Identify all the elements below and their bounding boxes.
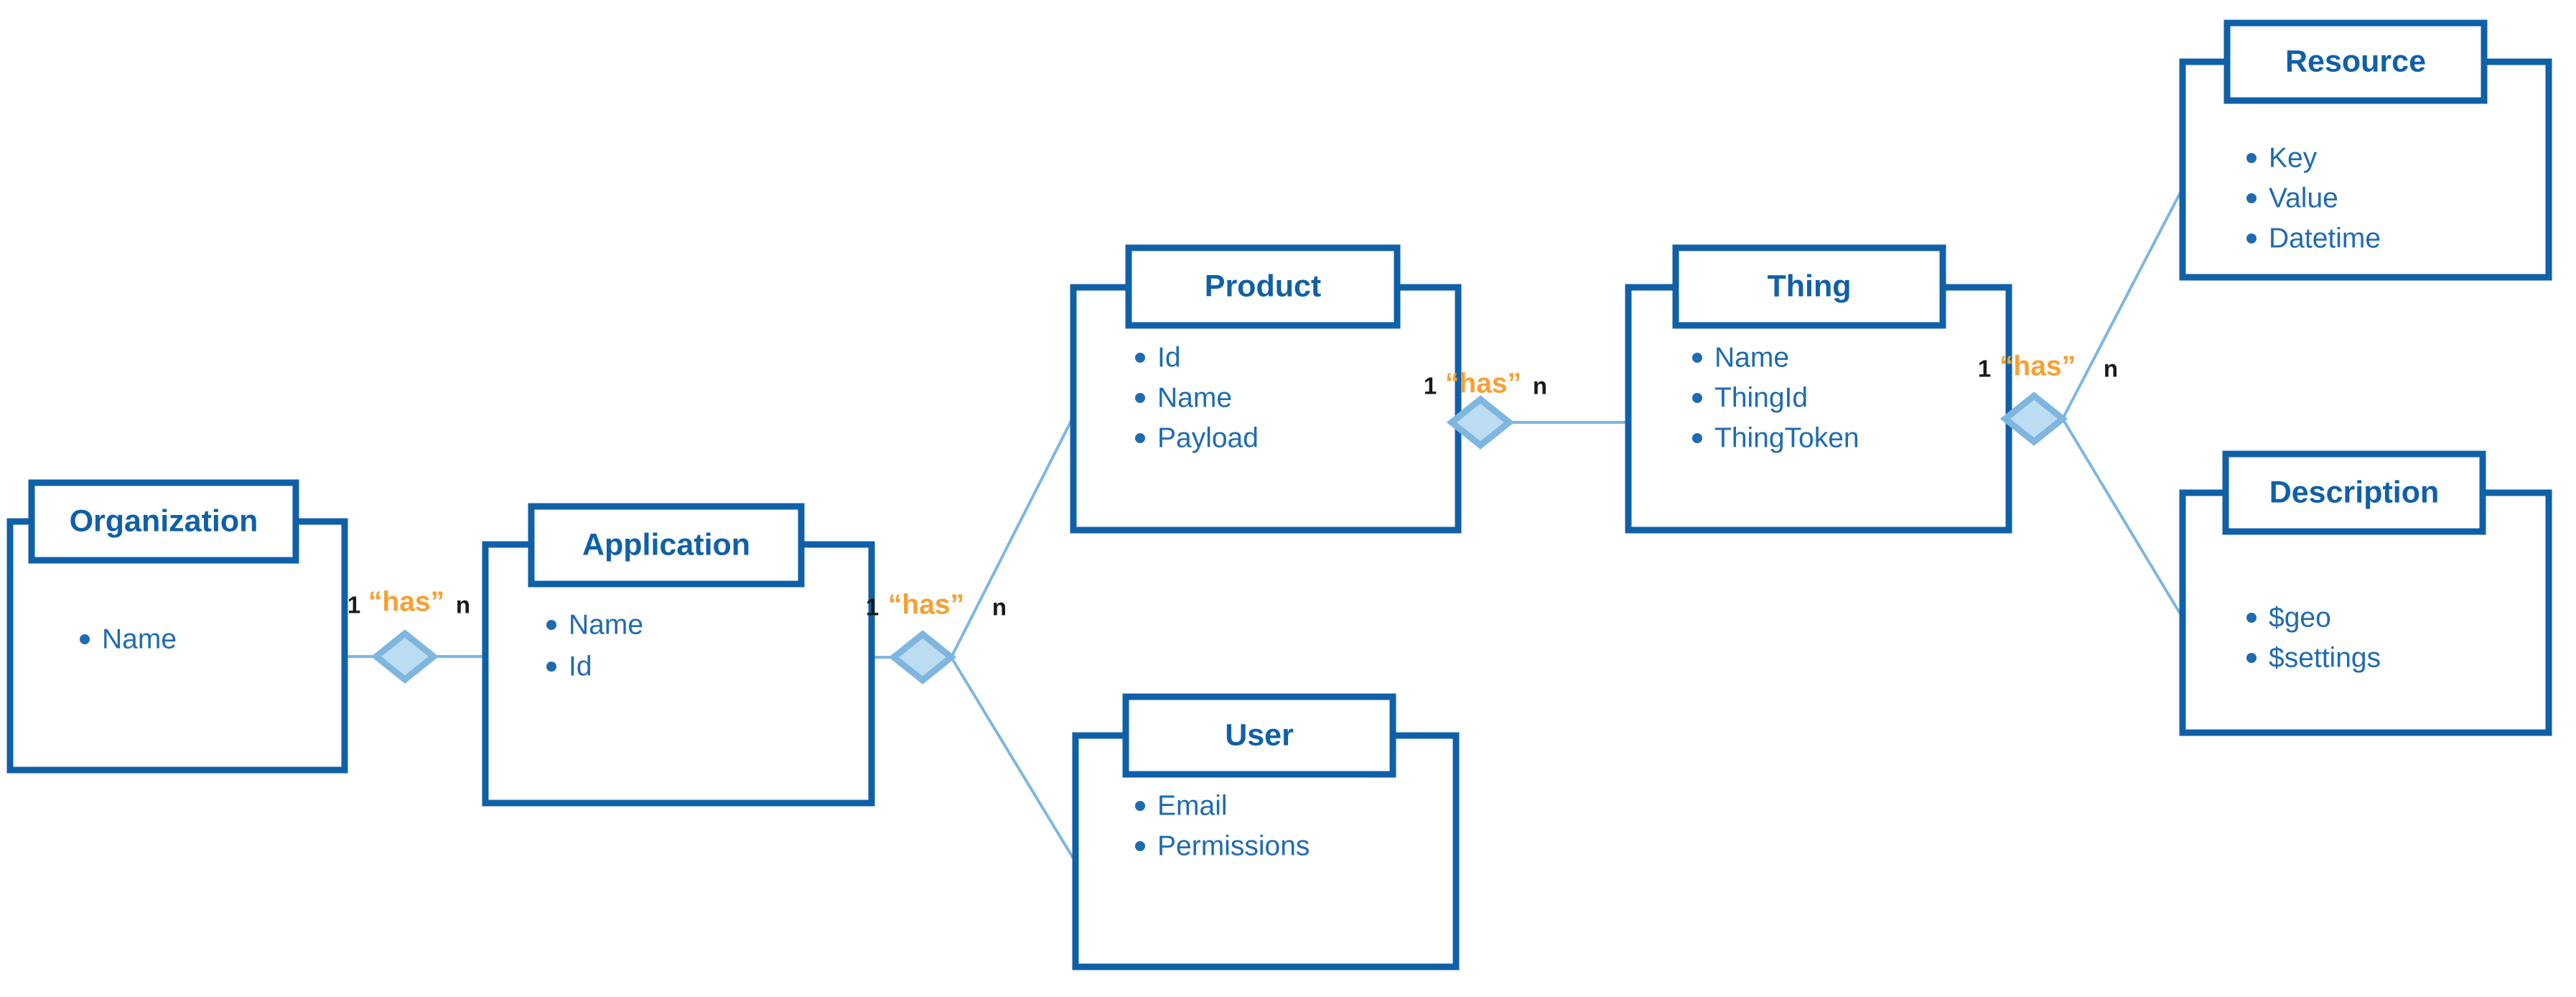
entity-title-organization: Organization bbox=[70, 504, 258, 538]
relationship-product-has-thing[interactable]: “has” 1 n bbox=[1424, 368, 1547, 450]
attribute-item: Id bbox=[1157, 342, 1181, 373]
attribute-list-application: Name Id bbox=[546, 609, 643, 682]
bullet-icon bbox=[1692, 433, 1702, 443]
relationship-thing-has-resource-description[interactable]: “has” 1 n bbox=[1978, 351, 2118, 446]
bullet-icon bbox=[546, 620, 556, 630]
entity-title-description: Description bbox=[2269, 475, 2440, 509]
attribute-item: $geo bbox=[2269, 602, 2331, 633]
attribute-item: Name bbox=[1714, 342, 1789, 373]
connector-line-to-user bbox=[950, 656, 1077, 863]
attribute-list-product: Id Name Payload bbox=[1135, 342, 1259, 453]
entity-title-resource: Resource bbox=[2285, 44, 2426, 78]
bullet-icon bbox=[2246, 153, 2257, 163]
entity-title-application: Application bbox=[582, 527, 750, 562]
attribute-item: Email bbox=[1157, 790, 1228, 821]
relationship-label: “has” bbox=[888, 589, 964, 620]
attribute-item: Value bbox=[2269, 182, 2338, 213]
attribute-item: ThingToken bbox=[1714, 422, 1859, 453]
attribute-item: Permissions bbox=[1157, 830, 1310, 861]
connector-line-to-resource bbox=[2061, 187, 2184, 419]
entity-user[interactable]: User Email Permissions bbox=[1072, 693, 1460, 970]
entity-title-box bbox=[1125, 244, 1401, 329]
cardinality-right: n bbox=[456, 592, 470, 618]
entity-title-box bbox=[28, 479, 299, 564]
attribute-item: Id bbox=[569, 651, 592, 682]
entity-title-box bbox=[2222, 450, 2486, 535]
attribute-item: Name bbox=[569, 609, 643, 640]
bullet-icon bbox=[1135, 433, 1145, 443]
bullet-icon bbox=[2246, 233, 2257, 244]
entity-title-box bbox=[528, 503, 805, 588]
attribute-item: ThingId bbox=[1714, 382, 1808, 413]
attribute-list-resource: Key Value Datetime bbox=[2246, 142, 2381, 254]
entity-thing[interactable]: Thing Name ThingId ThingToken bbox=[1625, 244, 2012, 534]
bullet-icon bbox=[80, 634, 90, 644]
attribute-item: $settings bbox=[2269, 642, 2381, 673]
bullet-icon bbox=[2246, 653, 2257, 663]
relationship-diamond-icon bbox=[1446, 395, 1515, 450]
entity-product[interactable]: Product Id Name Payload bbox=[1070, 244, 1462, 534]
entity-body-box bbox=[482, 541, 875, 807]
bullet-icon bbox=[1692, 393, 1702, 403]
bullet-icon bbox=[1135, 393, 1145, 403]
entity-resource[interactable]: Resource Key Value Datetime bbox=[2179, 19, 2552, 281]
entity-title-thing: Thing bbox=[1767, 269, 1851, 303]
attribute-item: Name bbox=[102, 623, 177, 654]
entity-title-user: User bbox=[1225, 718, 1294, 752]
bullet-icon bbox=[1135, 841, 1145, 851]
entity-title-product: Product bbox=[1205, 269, 1321, 303]
bullet-icon bbox=[1135, 353, 1145, 363]
cardinality-left: 1 bbox=[866, 594, 879, 621]
cardinality-right: n bbox=[992, 594, 1007, 621]
cardinality-left: 1 bbox=[347, 592, 360, 618]
attribute-list-user: Email Permissions bbox=[1135, 790, 1310, 861]
attribute-list-description: $geo $settings bbox=[2246, 602, 2381, 673]
attribute-item: Name bbox=[1157, 382, 1232, 413]
entity-description[interactable]: Description $geo $settings bbox=[2179, 450, 2552, 736]
entity-organization[interactable]: Organization Name bbox=[6, 479, 348, 774]
bullet-icon bbox=[2246, 613, 2257, 623]
bullet-icon bbox=[546, 662, 556, 672]
relationship-label: “has” bbox=[1999, 351, 2076, 381]
relationship-label: “has” bbox=[368, 586, 444, 617]
entity-title-box bbox=[1122, 693, 1396, 778]
attribute-item: Payload bbox=[1157, 422, 1259, 453]
bullet-icon bbox=[2246, 193, 2257, 203]
attribute-list-thing: Name ThingId ThingToken bbox=[1692, 342, 1859, 453]
cardinality-right: n bbox=[1533, 373, 1547, 399]
connector-application-product-user bbox=[872, 416, 1077, 863]
relationship-diamond-icon bbox=[370, 629, 439, 684]
relationship-diamond-icon bbox=[1999, 391, 2068, 446]
cardinality-left: 1 bbox=[1424, 373, 1437, 399]
relationship-application-has-product-user[interactable]: “has” 1 n bbox=[866, 589, 1007, 685]
bullet-icon bbox=[1692, 353, 1702, 363]
relationship-organization-has-application[interactable]: “has” 1 n bbox=[347, 586, 470, 684]
bullet-icon bbox=[1135, 801, 1145, 811]
attribute-list-organization: Name bbox=[80, 623, 177, 654]
entity-title-box bbox=[2223, 19, 2488, 104]
attribute-item: Key bbox=[2269, 142, 2318, 173]
relationship-label: “has” bbox=[1445, 368, 1521, 399]
entity-title-box bbox=[1672, 244, 1946, 329]
cardinality-right: n bbox=[2104, 356, 2118, 382]
connector-line-to-description bbox=[2061, 417, 2184, 619]
entity-application[interactable]: Application Name Id bbox=[482, 503, 875, 807]
relationship-diamond-icon bbox=[888, 630, 957, 685]
cardinality-left: 1 bbox=[1978, 356, 1991, 382]
connector-line-to-product bbox=[950, 416, 1075, 658]
attribute-item: Datetime bbox=[2269, 223, 2381, 254]
